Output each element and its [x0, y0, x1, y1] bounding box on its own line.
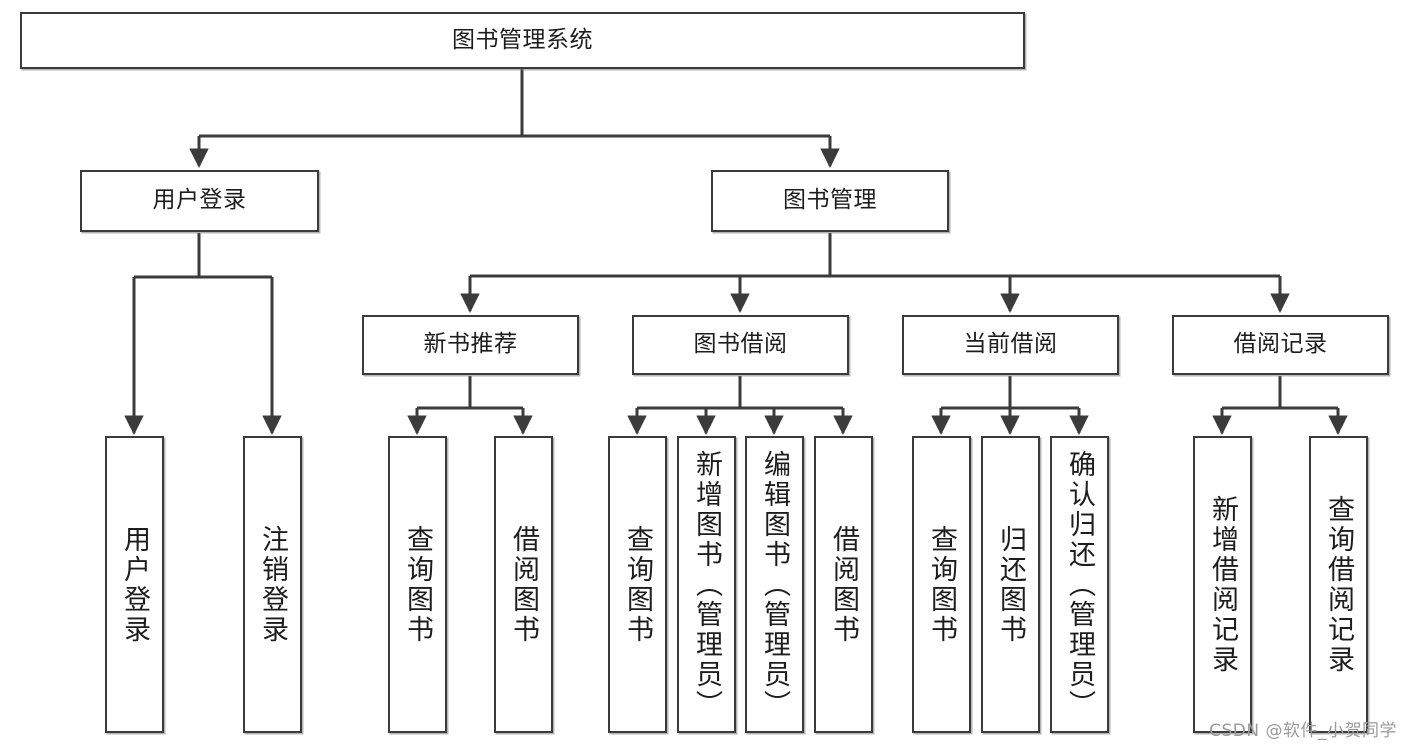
node-label: 新增借阅记录 [1207, 494, 1238, 675]
node-root-system[interactable]: 图书管理系统 [20, 12, 1025, 69]
node-label: 查询图书 [926, 524, 957, 645]
node-label: 归还图书 [995, 524, 1026, 645]
node-leaf-borrow-book-recommend[interactable]: 借阅图书 [494, 436, 553, 733]
node-label: 查询图书 [402, 524, 433, 645]
node-label: 借阅图书 [828, 524, 859, 645]
node-borrow-record[interactable]: 借阅记录 [1172, 315, 1389, 375]
node-label: 图书管理系统 [452, 26, 593, 53]
node-leaf-user-login[interactable]: 用户登录 [105, 436, 164, 733]
node-label: 查询图书 [622, 524, 653, 645]
node-leaf-logout[interactable]: 注销登录 [243, 436, 302, 733]
node-label: 借阅图书 [508, 524, 539, 645]
node-leaf-confirm-return-admin[interactable]: 确认归还（管理员） [1050, 436, 1109, 733]
node-label: 用户登录 [119, 524, 150, 645]
node-new-book-recommend[interactable]: 新书推荐 [362, 315, 579, 375]
node-book-borrow[interactable]: 图书借阅 [632, 315, 849, 375]
node-current-borrow[interactable]: 当前借阅 [902, 315, 1119, 375]
node-label: 新书推荐 [423, 331, 518, 358]
node-leaf-query-book-borrow[interactable]: 查询图书 [608, 436, 667, 733]
node-leaf-add-borrow-record[interactable]: 新增借阅记录 [1193, 436, 1252, 733]
node-leaf-query-book-current[interactable]: 查询图书 [912, 436, 971, 733]
node-label: 查询借阅记录 [1323, 494, 1354, 675]
node-leaf-query-borrow-record[interactable]: 查询借阅记录 [1309, 436, 1368, 733]
node-label: 借阅记录 [1233, 331, 1328, 358]
node-user-login[interactable]: 用户登录 [80, 170, 319, 232]
node-leaf-query-book-recommend[interactable]: 查询图书 [388, 436, 447, 733]
node-leaf-add-book-admin[interactable]: 新增图书（管理员） [677, 436, 736, 733]
node-leaf-edit-book-admin[interactable]: 编辑图书（管理员） [745, 436, 804, 733]
csdn-watermark: CSDN @软件_小贺同学 [1209, 721, 1397, 741]
node-label: 当前借阅 [963, 331, 1058, 358]
node-label: 新增图书（管理员） [691, 449, 722, 720]
node-label: 确认归还（管理员） [1064, 449, 1095, 720]
node-label: 编辑图书（管理员） [759, 449, 790, 720]
node-book-management[interactable]: 图书管理 [711, 170, 949, 232]
node-leaf-borrow-book[interactable]: 借阅图书 [814, 436, 873, 733]
node-label: 图书管理 [783, 187, 877, 214]
node-label: 图书借阅 [693, 331, 788, 358]
node-label: 注销登录 [257, 524, 288, 645]
node-label: 用户登录 [152, 187, 247, 214]
node-leaf-return-book[interactable]: 归还图书 [981, 436, 1040, 733]
